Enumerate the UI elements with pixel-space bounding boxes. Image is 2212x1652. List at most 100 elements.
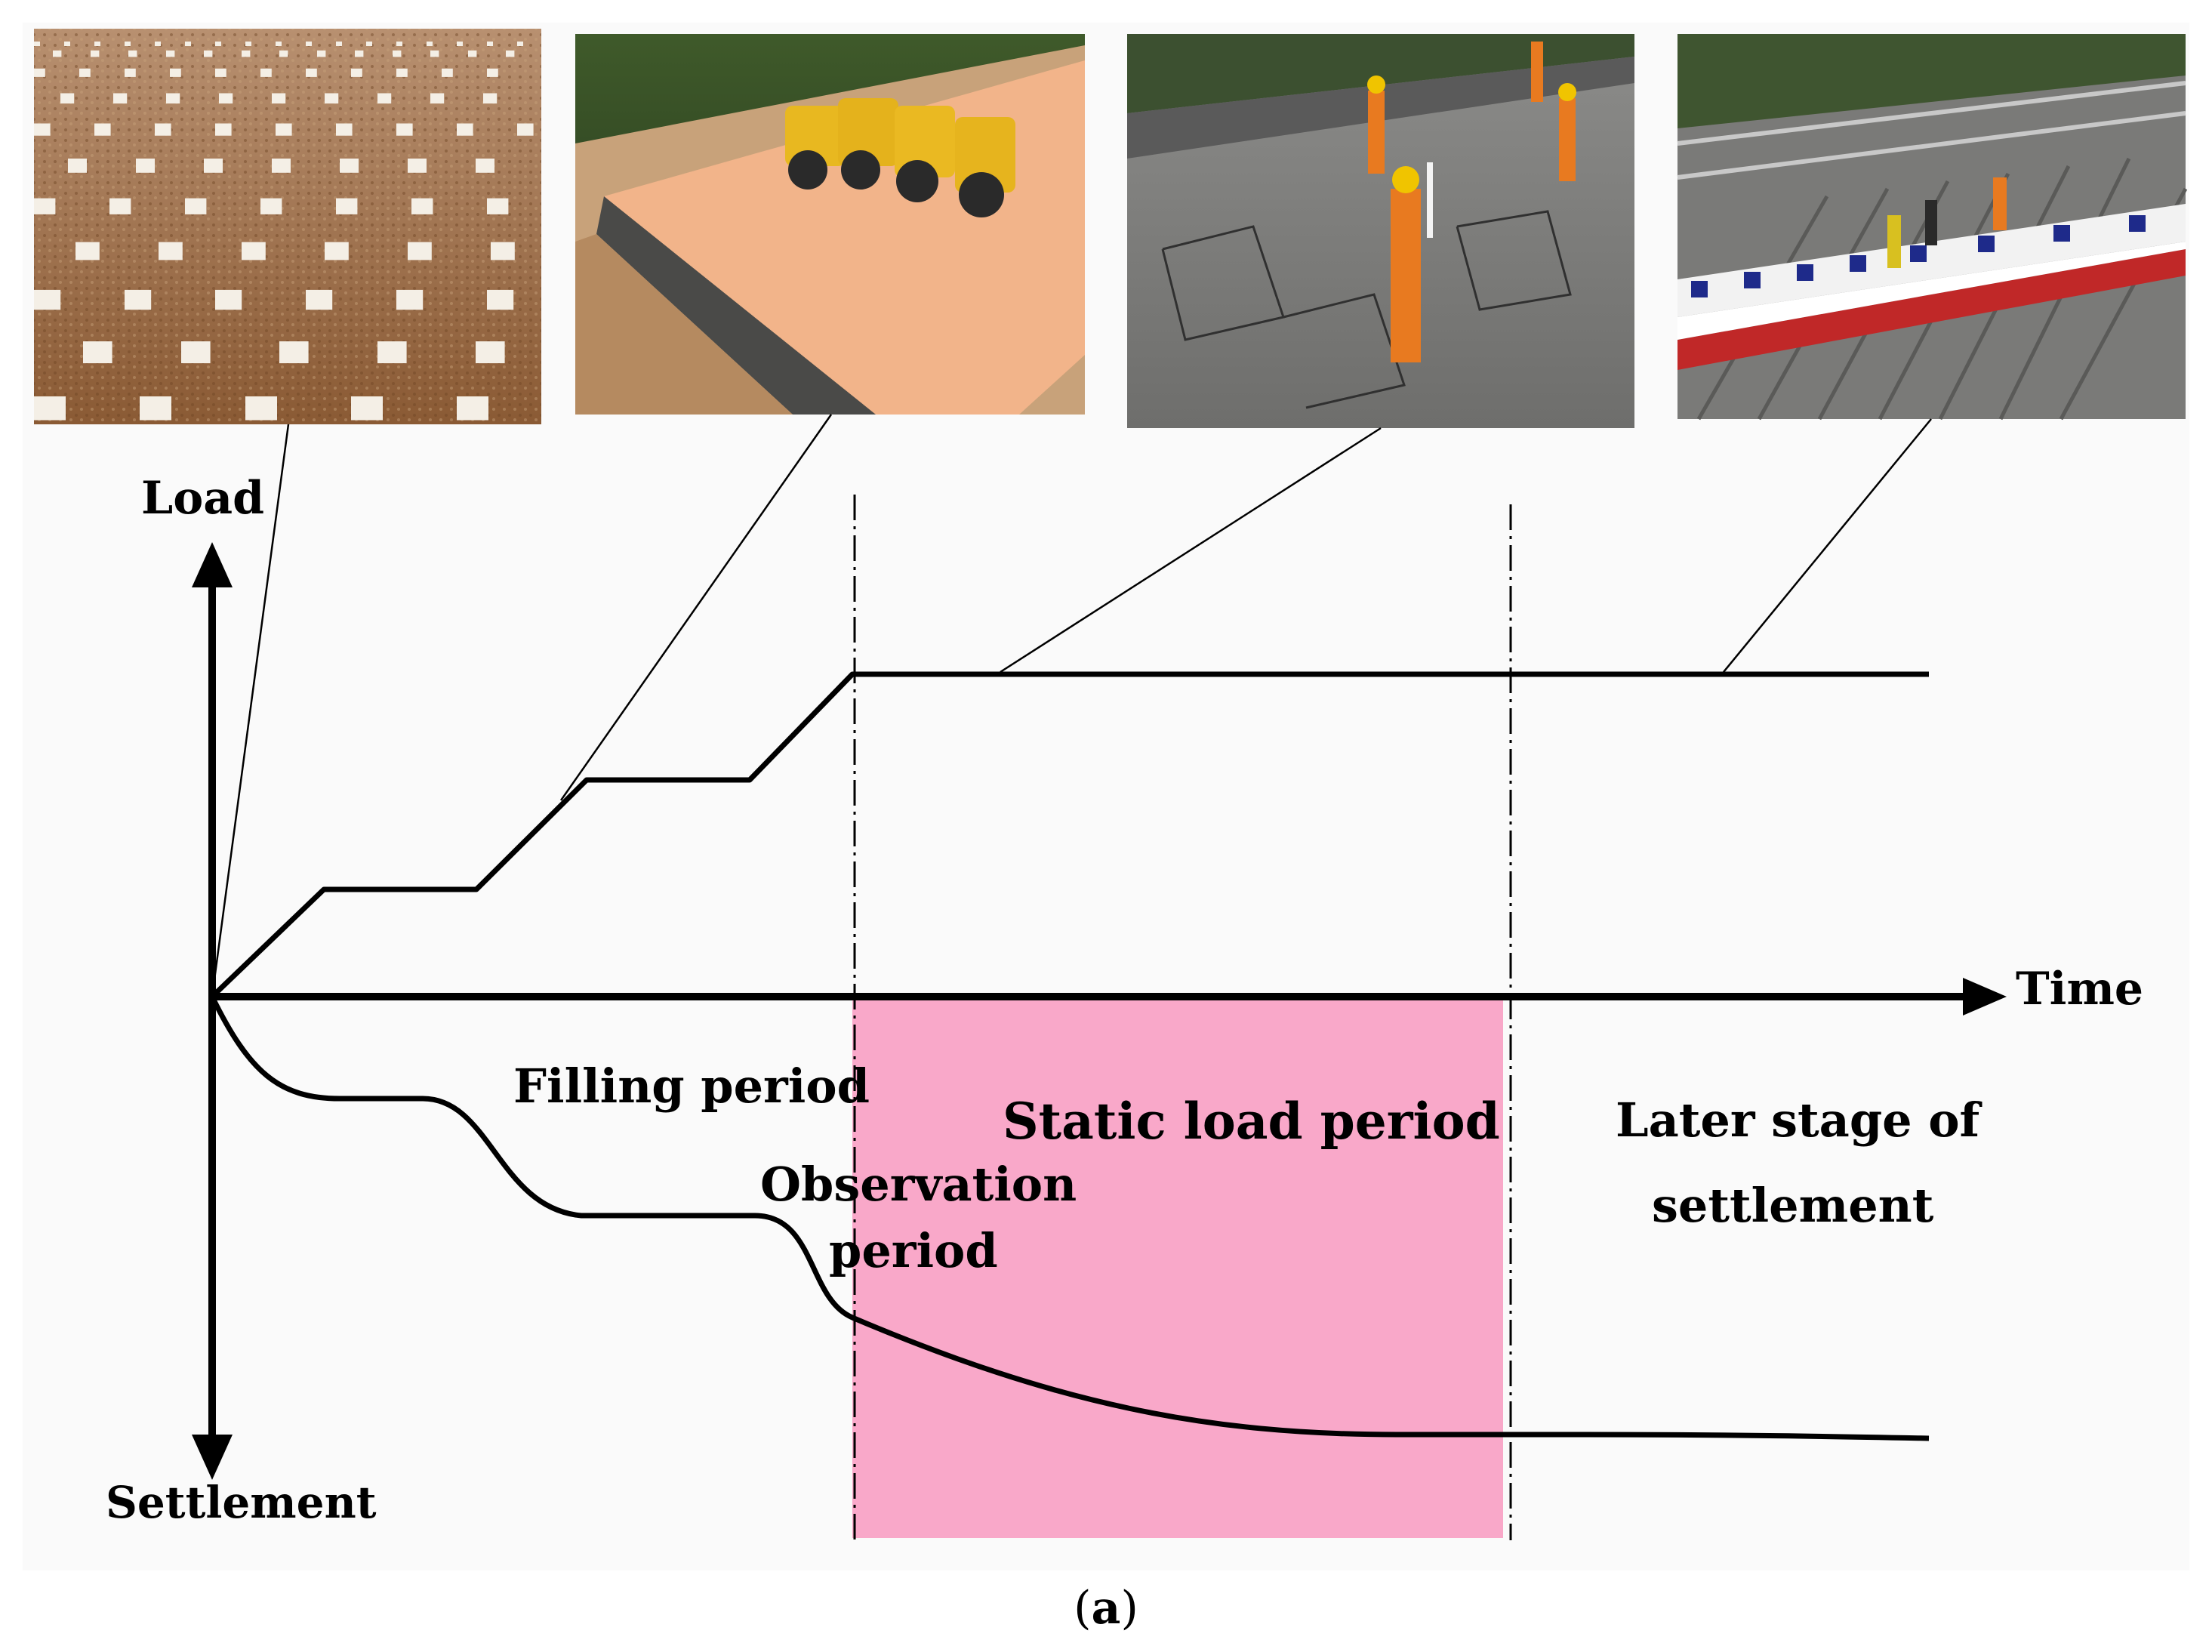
- marker-grid: [34, 42, 534, 421]
- white-marker: [75, 242, 100, 260]
- white-marker: [355, 50, 364, 57]
- white-marker: [215, 123, 232, 136]
- settlement-axis-arrowhead: [192, 1435, 233, 1480]
- white-marker: [34, 68, 45, 77]
- white-marker: [468, 50, 477, 57]
- track-slab-blocks: [1691, 215, 2146, 297]
- white-marker: [34, 123, 51, 136]
- white-marker: [396, 68, 408, 77]
- callout-track: [1723, 418, 1932, 673]
- white-marker: [242, 242, 266, 260]
- white-marker: [430, 93, 445, 104]
- white-marker: [306, 42, 312, 46]
- white-marker: [351, 396, 383, 421]
- white-marker: [245, 42, 251, 46]
- observation-period-label-line1: Observation: [760, 1157, 1077, 1212]
- white-marker: [325, 93, 339, 104]
- white-marker: [317, 50, 326, 57]
- white-marker: [408, 159, 427, 173]
- white-marker: [181, 341, 211, 364]
- white-marker: [53, 50, 62, 57]
- white-marker: [487, 42, 493, 46]
- white-marker: [487, 68, 498, 77]
- white-marker: [83, 341, 112, 364]
- callout-lines: [211, 414, 1932, 997]
- load-axis-label: Load: [141, 472, 264, 525]
- filling-period-label: Filling period: [513, 1059, 870, 1114]
- white-marker: [272, 93, 286, 104]
- bridge-railing: [1677, 81, 2186, 180]
- caption-letter: a: [1091, 1582, 1121, 1635]
- white-marker: [336, 42, 342, 46]
- surveyor-figures: [1367, 42, 1576, 362]
- embankment-filling-photo: [575, 34, 1085, 415]
- white-marker: [351, 68, 362, 77]
- callout-ground: [211, 424, 290, 997]
- white-marker: [166, 50, 175, 57]
- white-marker: [457, 42, 463, 46]
- white-marker: [125, 42, 131, 46]
- white-marker: [125, 68, 136, 77]
- white-marker: [442, 68, 453, 77]
- white-marker: [260, 68, 272, 77]
- white-marker: [336, 123, 353, 136]
- white-marker: [377, 341, 407, 364]
- white-marker: [215, 42, 221, 46]
- white-marker: [219, 93, 233, 104]
- white-marker: [306, 289, 333, 310]
- axes: [192, 542, 2007, 1480]
- white-marker: [279, 341, 309, 364]
- load-axis-arrowhead: [192, 542, 233, 587]
- white-marker: [476, 159, 494, 173]
- white-marker: [396, 289, 424, 310]
- white-marker: [340, 159, 359, 173]
- white-marker: [215, 289, 242, 310]
- white-marker: [155, 123, 171, 136]
- white-marker: [113, 93, 128, 104]
- white-marker: [166, 93, 180, 104]
- white-marker: [517, 123, 534, 136]
- white-marker: [483, 93, 498, 104]
- later-stage-label-line2: settlement: [1652, 1178, 1934, 1233]
- white-marker: [79, 68, 91, 77]
- white-marker: [68, 159, 87, 173]
- settlement-observation-photo: [1127, 34, 1634, 428]
- white-marker: [185, 198, 207, 214]
- white-marker: [487, 198, 509, 214]
- white-marker: [245, 396, 277, 421]
- caption-close: ): [1120, 1582, 1138, 1635]
- track-laying-photo: [1677, 34, 2188, 421]
- white-marker: [34, 289, 61, 310]
- white-marker: [170, 68, 181, 77]
- white-marker: [506, 50, 515, 57]
- white-marker: [136, 159, 155, 173]
- white-marker: [393, 50, 402, 57]
- white-marker: [128, 50, 137, 57]
- caption-open: (: [1074, 1582, 1092, 1635]
- white-marker: [411, 198, 433, 214]
- white-marker: [336, 198, 358, 214]
- white-marker: [430, 50, 439, 57]
- white-marker: [272, 159, 291, 173]
- white-marker: [140, 396, 171, 421]
- white-marker: [487, 289, 514, 310]
- white-marker: [159, 242, 183, 260]
- white-marker: [34, 396, 66, 421]
- survey-grid-lines: [1161, 210, 1572, 409]
- ground-treatment-photo: [34, 29, 541, 424]
- callout-embankment: [559, 414, 833, 801]
- white-marker: [91, 50, 100, 57]
- white-marker: [204, 50, 213, 57]
- white-marker: [491, 242, 515, 260]
- white-marker: [457, 123, 473, 136]
- road-roller-icons: [785, 98, 1015, 217]
- worker-figures: [1887, 177, 2007, 268]
- white-marker: [377, 93, 392, 104]
- white-marker: [279, 50, 288, 57]
- white-marker: [109, 198, 131, 214]
- white-marker: [476, 341, 505, 364]
- figure-caption: (a): [0, 1582, 2212, 1635]
- white-marker: [366, 42, 372, 46]
- white-marker: [34, 198, 56, 214]
- white-marker: [396, 123, 413, 136]
